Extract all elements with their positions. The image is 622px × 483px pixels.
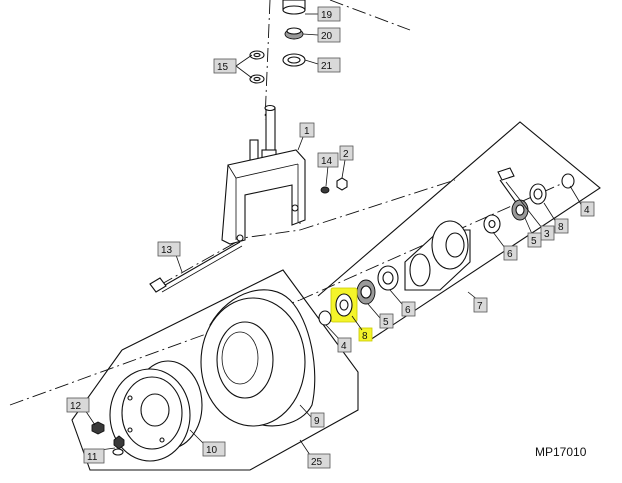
callout-8-right: 8 xyxy=(554,218,569,234)
svg-text:2: 2 xyxy=(343,149,349,160)
callout-13: 13 xyxy=(157,241,181,257)
callout-4-left: 4 xyxy=(337,337,352,353)
svg-text:5: 5 xyxy=(383,317,389,328)
tire xyxy=(200,289,316,427)
callout-3: 3 xyxy=(540,225,555,241)
callout-21: 21 xyxy=(317,57,341,73)
callout-8-left-label: 8 xyxy=(362,331,368,342)
svg-text:3: 3 xyxy=(544,229,550,240)
highlighted-seal xyxy=(318,287,373,342)
callout-11: 11 xyxy=(83,448,105,464)
svg-text:6: 6 xyxy=(405,305,411,316)
top-spindle-parts xyxy=(249,0,306,84)
callout-6-left: 6 xyxy=(401,301,416,317)
callout-7: 7 xyxy=(473,297,488,313)
svg-text:20: 20 xyxy=(321,31,333,42)
callout-14: 14 xyxy=(317,152,339,168)
callout-12: 12 xyxy=(66,397,90,413)
svg-text:19: 19 xyxy=(321,10,333,21)
svg-text:6: 6 xyxy=(507,249,513,260)
callout-2: 2 xyxy=(339,145,354,161)
svg-text:15: 15 xyxy=(217,62,229,73)
svg-text:14: 14 xyxy=(321,156,333,167)
callout-15: 15 xyxy=(213,58,237,74)
callout-25: 25 xyxy=(307,453,331,469)
svg-text:12: 12 xyxy=(70,401,82,412)
callout-20: 20 xyxy=(317,27,341,43)
callout-9: 9 xyxy=(310,412,325,428)
callout-4-right: 4 xyxy=(580,201,595,217)
callout-5-right: 5 xyxy=(527,232,542,248)
svg-text:4: 4 xyxy=(584,205,590,216)
svg-text:9: 9 xyxy=(314,416,320,427)
callout-1: 1 xyxy=(299,122,315,138)
callout-8-highlight-box xyxy=(358,327,373,342)
callouts: 19 20 21 15 1 14 2 13 4 8 3 5 6 7 6 5 8 … xyxy=(66,6,595,469)
callout-6-right: 6 xyxy=(503,245,518,261)
rim xyxy=(91,360,203,462)
svg-text:8: 8 xyxy=(558,222,564,233)
svg-text:5: 5 xyxy=(531,236,537,247)
callout-10: 10 xyxy=(202,441,226,457)
svg-text:25: 25 xyxy=(311,457,323,468)
svg-text:7: 7 xyxy=(477,301,483,312)
callout-19: 19 xyxy=(317,6,341,22)
svg-text:13: 13 xyxy=(161,245,173,256)
svg-text:4: 4 xyxy=(341,341,347,352)
callout-5-left: 5 xyxy=(379,313,394,329)
svg-text:1: 1 xyxy=(304,126,310,137)
hub-assembly xyxy=(356,167,575,305)
axle-bolt xyxy=(149,241,243,293)
diagram-reference-code: MP17010 xyxy=(535,445,587,459)
caster-fork xyxy=(221,104,348,245)
svg-text:21: 21 xyxy=(321,61,333,72)
svg-text:10: 10 xyxy=(206,445,218,456)
svg-text:11: 11 xyxy=(87,452,98,463)
